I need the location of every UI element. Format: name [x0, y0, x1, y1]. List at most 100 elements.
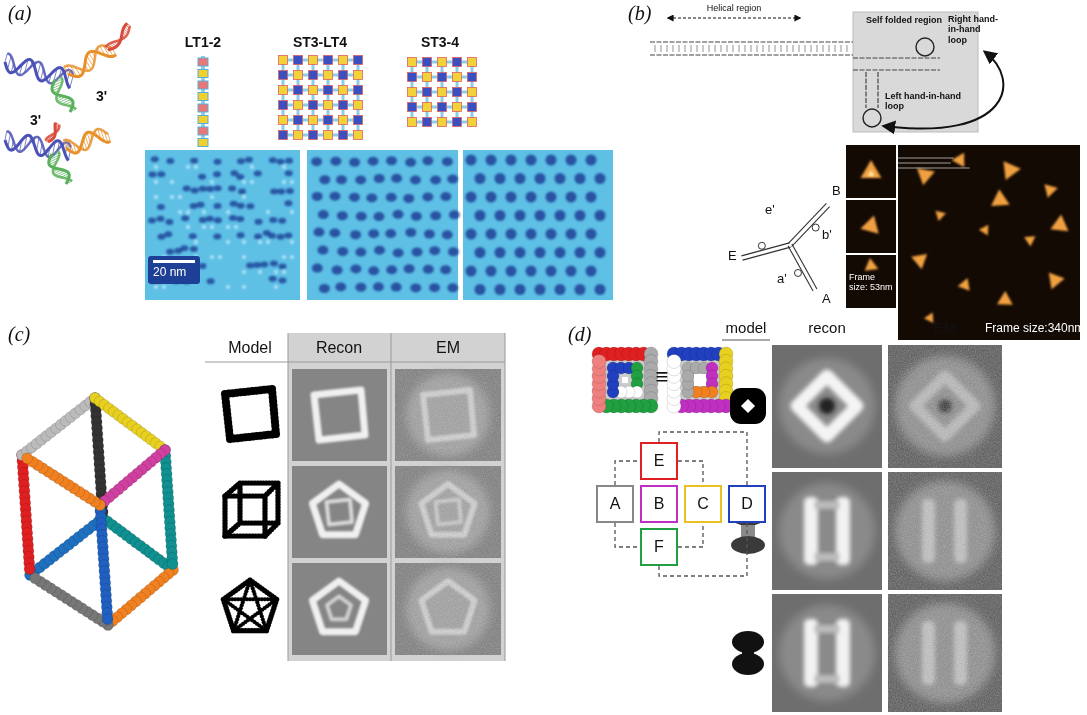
afm-image: [486, 155, 497, 166]
box-label: D: [741, 495, 753, 513]
afm-image: [214, 185, 222, 191]
rna-helix: [64, 46, 112, 71]
lattice-schematic: [309, 86, 318, 95]
afm-image: [186, 165, 190, 169]
sequence-diagram: [916, 38, 934, 56]
afm-image: [575, 284, 586, 295]
lattice-schematic: [438, 58, 447, 67]
afm-image: [466, 266, 477, 277]
lattice-schematic: [453, 118, 462, 127]
table-grid: [722, 340, 770, 341]
afm-image: [154, 195, 158, 199]
strand-label: B: [832, 184, 841, 199]
afm-image: [423, 265, 434, 274]
lattice-schematic: [297, 56, 300, 139]
rna-helix: [64, 67, 68, 74]
rna-helix: [53, 151, 72, 181]
rna-helix: [5, 131, 7, 140]
sequence-diagram: [721, 45, 722, 52]
afm-image: [506, 229, 517, 240]
lattice-schematic: [294, 71, 303, 80]
lattice-schematic: [354, 71, 363, 80]
sequence-diagram: [650, 12, 1003, 132]
lattice-schematic: [324, 101, 333, 110]
column-header: EM: [436, 339, 460, 357]
model-shape: [221, 385, 281, 633]
sequence-diagram: [769, 45, 770, 52]
afm-image: [178, 210, 182, 214]
afm-image: [447, 283, 458, 292]
afm-image: [349, 158, 360, 167]
afm-image: [1024, 236, 1035, 246]
lattice-schematic: [339, 71, 348, 80]
strand-label: e': [765, 203, 775, 218]
afm-image: [868, 170, 875, 176]
lattice-schematic: [279, 134, 362, 137]
sequence-diagram: [805, 45, 806, 52]
afm-image: [526, 266, 537, 277]
em-image: [395, 369, 501, 461]
rna-cube-model: [30, 573, 41, 584]
afm-image: [391, 283, 402, 292]
component-box: E: [640, 442, 678, 480]
afm-image: [355, 283, 366, 292]
afm-image: [250, 180, 254, 184]
em-image: [888, 345, 1002, 468]
afm-image: [190, 203, 198, 209]
sequence-diagram: [763, 45, 764, 52]
afm-image: [898, 158, 954, 159]
lattice-schematic: [438, 88, 447, 97]
afm-image: [368, 157, 379, 166]
afm-image: [277, 234, 285, 240]
sequence-diagram: [775, 45, 776, 52]
afm-image: [258, 270, 262, 274]
lattice-schematic: [423, 103, 432, 112]
afm-image: [958, 278, 970, 291]
afm-image: [145, 150, 300, 300]
triangle-schematic: [794, 269, 801, 276]
afm-image: [526, 229, 537, 240]
afm-image: [586, 192, 597, 203]
model-shape: [247, 581, 251, 585]
afm-image: [255, 219, 263, 225]
afm-image: [245, 157, 253, 163]
afm-image: [230, 201, 238, 207]
lattice-schematic: [294, 56, 303, 65]
sequence-diagram: [835, 45, 836, 52]
afm-image: [312, 192, 323, 201]
afm-image: [997, 291, 1013, 305]
afm-image: [319, 175, 330, 184]
afm-image: [178, 195, 182, 199]
table-grid: [205, 333, 505, 661]
lattice-schematic: [354, 56, 363, 65]
reconstruction-image: [815, 675, 839, 683]
rna-helix: [64, 129, 109, 150]
lattice-schematic: [453, 58, 462, 67]
afm-image: [282, 165, 286, 169]
afm-image: [386, 156, 397, 165]
afm-image: [350, 264, 361, 273]
sequence-diagram: [661, 45, 662, 52]
afm-image: [166, 249, 174, 255]
model-shape: [742, 649, 754, 657]
column-header: Model: [228, 339, 272, 357]
lattice-schematic: [453, 88, 462, 97]
lattice-schematic: [423, 73, 432, 82]
rna-helix: [108, 134, 110, 141]
afm-image: [546, 155, 557, 166]
lattice-schematic: [198, 58, 208, 66]
lattice-schematic: [327, 56, 330, 139]
lattice-schematic: [324, 116, 333, 125]
lattice-schematic: [354, 131, 363, 140]
afm-image: [214, 217, 222, 223]
table-grid: [288, 333, 289, 661]
afm-image: [546, 192, 557, 203]
lattice-schematic: [408, 58, 417, 67]
afm-image: [393, 210, 404, 219]
reconstruction-image: [815, 501, 839, 509]
afm-image: [170, 180, 174, 184]
strand-label: E: [728, 249, 737, 264]
model-shape: [221, 394, 229, 402]
